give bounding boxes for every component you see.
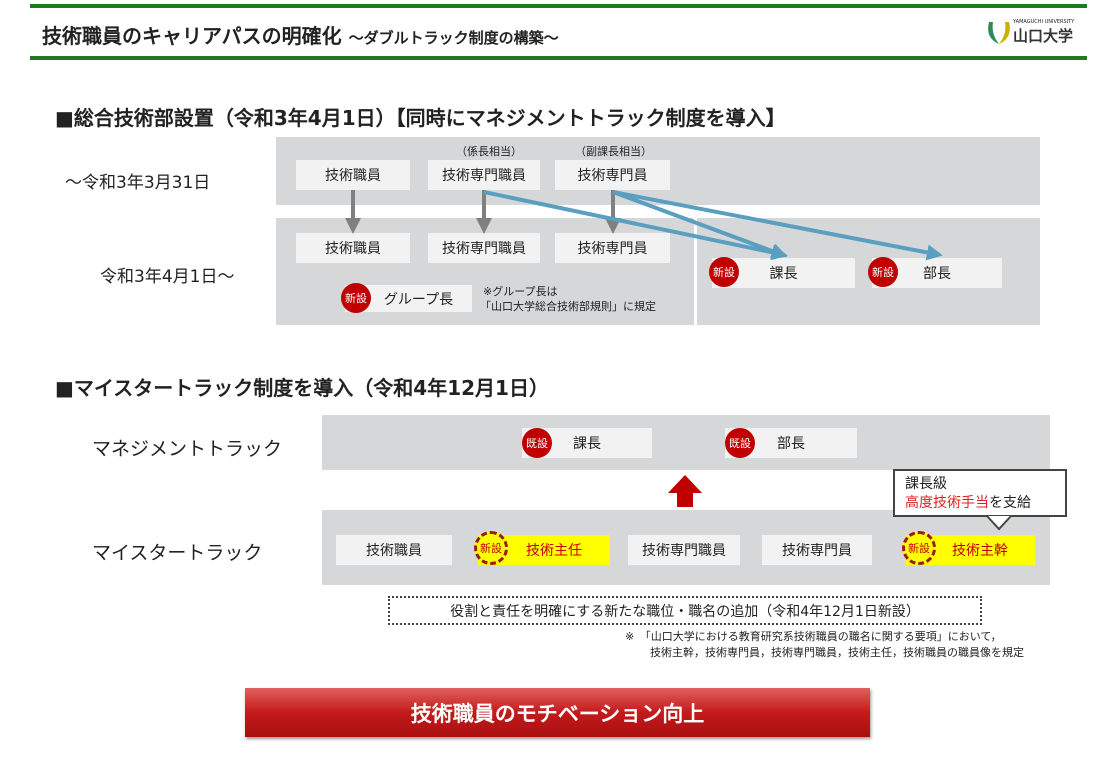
dotted-note: 役割と責任を明確にする新たな職位・職名の追加（令和4年12月1日新設） — [388, 596, 982, 625]
position-box: 技術専門職員 — [428, 233, 540, 263]
new-badge: 新設 — [709, 257, 739, 287]
new-badge: 新設 — [868, 257, 898, 287]
up-arrow-icon — [668, 475, 702, 507]
after-date-label: 令和3年4月1日〜 — [100, 267, 235, 287]
new-badge: 新設 — [902, 531, 936, 565]
mgmt-track-label: マネジメントトラック — [92, 438, 283, 460]
meister-box: 技術専門員 — [762, 535, 872, 565]
position-box: 技術専門職員 — [428, 160, 540, 190]
footnote: 技術主幹，技術専門員，技術専門職員，技術主任，技術職員の職員像を規定 — [650, 646, 1024, 659]
position-box: 技術職員 — [296, 233, 410, 263]
group-note: 「山口大学総合技術部規則」に規定 — [480, 300, 656, 313]
position-box: 技術専門員 — [555, 160, 670, 190]
group-note: ※グループ長は — [483, 285, 558, 298]
section1-heading: ■総合技術部設置（令和3年4月1日）【同時にマネジメントトラック制度を導入】 — [55, 106, 786, 130]
header-rule-top — [30, 4, 1087, 8]
footnote: ※ 「山口大学における教育研究系技術職員の職名に関する要項」において， — [625, 630, 1002, 643]
new-badge: 新設 — [474, 531, 508, 565]
down-arrows — [345, 190, 621, 234]
meister-box: 技術職員 — [336, 535, 452, 565]
mgmt-band — [322, 415, 1050, 470]
position-box: 技術職員 — [296, 160, 410, 190]
page-title: 技術職員のキャリアパスの明確化 〜ダブルトラック制度の構築〜 — [42, 24, 559, 48]
promotion-arrows — [483, 190, 943, 261]
new-badge: 新設 — [341, 283, 371, 313]
meister-track-label: マイスタートラック — [92, 542, 263, 564]
position-box: 技術専門員 — [555, 233, 670, 263]
leaf-logo-icon — [988, 22, 1010, 44]
callout-tail — [986, 515, 1012, 531]
existing-badge: 既設 — [522, 428, 552, 458]
caption: （副課長相当） — [575, 145, 652, 158]
motivation-banner: 技術職員のモチベーション向上 — [245, 688, 870, 737]
allowance-callout: 課長級高度技術手当を支給 — [893, 469, 1067, 517]
section2-heading: ■マイスタートラック制度を導入（令和4年12月1日） — [55, 376, 549, 400]
existing-badge: 既設 — [725, 428, 755, 458]
page-subtitle: 〜ダブルトラック制度の構築〜 — [348, 29, 559, 47]
meister-box: 技術専門職員 — [628, 535, 740, 565]
caption: （係長相当） — [456, 145, 522, 158]
header-rule-bottom — [30, 56, 1087, 60]
before-date-label: 〜令和3年3月31日 — [65, 173, 211, 193]
